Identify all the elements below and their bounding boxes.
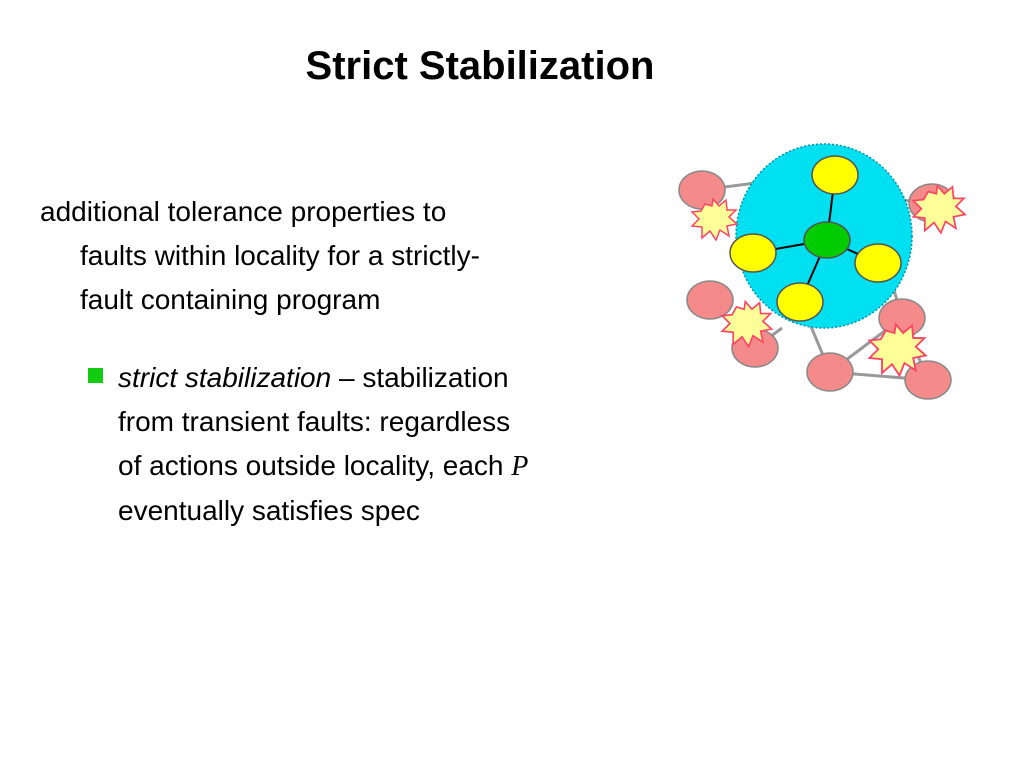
sub-bullet: strict stabilization – stabilization fro…	[88, 356, 648, 533]
process-node-icon	[854, 243, 902, 283]
process-node-icon	[776, 282, 824, 322]
variable-p: P	[511, 451, 529, 482]
square-bullet-icon	[88, 368, 103, 383]
bullet-line-3-prefix: of actions outside locality, each	[118, 450, 512, 481]
bullet-line-2: from transient faults: regardless	[118, 406, 511, 437]
main-paragraph: additional tolerance properties to fault…	[40, 190, 600, 322]
fault-burst-icon	[911, 183, 967, 235]
bullet-text: strict stabilization – stabilization fro…	[118, 356, 648, 533]
fault-burst-icon	[867, 322, 928, 378]
slide-title: Strict Stabilization	[305, 44, 655, 88]
fault-burst-icon	[720, 299, 774, 349]
paragraph-line-3: fault containing program	[80, 284, 381, 315]
fault-burst-icon	[690, 197, 739, 242]
bullet-term: strict stabilization	[118, 362, 332, 393]
process-node-icon	[678, 170, 726, 210]
locality-network-diagram	[678, 143, 967, 400]
bullet-line-4: eventually satisfies spec	[118, 495, 420, 526]
paragraph-line-1: additional tolerance properties to	[40, 196, 447, 227]
center-process-node-icon	[803, 221, 851, 259]
process-node-icon	[806, 352, 854, 392]
process-node-icon	[811, 155, 859, 195]
paragraph-line-2: faults within locality for a strictly-	[80, 240, 480, 271]
bullet-line-3: of actions outside locality, each P	[118, 444, 648, 489]
bullet-line-1: strict stabilization – stabilization	[118, 356, 648, 400]
process-node-icon	[729, 233, 777, 273]
process-node-icon	[686, 280, 734, 320]
bullet-line-1-rest: – stabilization	[331, 362, 509, 393]
